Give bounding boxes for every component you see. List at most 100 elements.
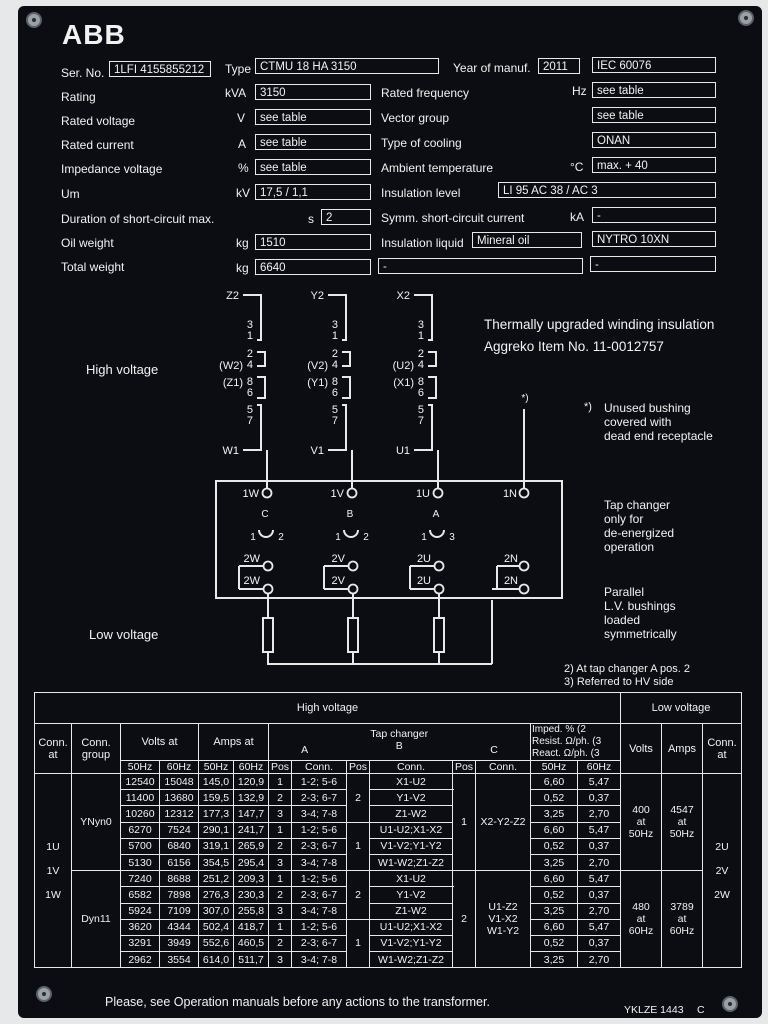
lv-winding [347, 617, 359, 653]
cell-imped-60: 0,37 [577, 837, 621, 855]
col-60hz: 60Hz [159, 760, 199, 774]
footnote-2: 2) At tap changer A pos. 2 [564, 663, 690, 675]
lv-label: Low voltage [89, 627, 159, 642]
cell: 159,5 [198, 789, 234, 807]
impedance-value: see table [255, 159, 371, 175]
cell: 13680 [159, 789, 199, 807]
total-value: 6640 [255, 259, 371, 275]
col-pos: Pos [268, 760, 292, 774]
cell: 276,3 [198, 886, 234, 904]
cell: 307,0 [198, 902, 234, 920]
cell: 3291 [120, 934, 160, 953]
rating-unit: kVA [225, 86, 247, 100]
hv-tap-bracket [257, 376, 266, 399]
tap-number: 1 [335, 532, 341, 543]
cell-imped-50: 3,25 [530, 951, 578, 969]
cell-imped-60: 5,47 [577, 772, 621, 791]
brand-logo: ABB [62, 19, 126, 50]
lv-winding [433, 617, 445, 653]
tap-table: High voltage Low voltage Conn. at Conn. … [34, 692, 742, 969]
conn-group-dyn11: Dyn11 [71, 870, 121, 969]
cell: 3949 [159, 934, 199, 953]
col-amps-at: Amps at [198, 723, 269, 761]
cell: 460,5 [233, 934, 269, 953]
footer-rev: C [697, 1004, 705, 1016]
cell: 7109 [159, 902, 199, 920]
winding-number: 3 [418, 319, 424, 331]
cell-imped-60: 2,70 [577, 805, 621, 823]
tap-number: 1 [250, 532, 256, 543]
winding-number: 3 [247, 319, 253, 331]
cell-imped-60: 2,70 [577, 902, 621, 920]
footer-notice: Please, see Operation manuals before any… [105, 995, 490, 1009]
cell: 502,4 [198, 918, 234, 936]
cell: 7898 [159, 886, 199, 904]
winding-number: 7 [247, 415, 253, 427]
hv-bushing-label: 1U [416, 488, 430, 500]
symm-unit: kA [570, 210, 585, 224]
note-upgrade-item: Aggreko Item No. 11-0012757 [484, 339, 664, 354]
cell-imped-50: 0,52 [530, 886, 578, 904]
total-label: Total weight [61, 260, 125, 274]
hv-mid-terminal: (U2) [393, 360, 414, 372]
winding-number: 8 [247, 376, 253, 388]
cell-pos-c: 1 [452, 772, 476, 872]
sc-unit: s [308, 212, 314, 226]
type-value: CTMU 18 HA 3150 [255, 58, 439, 74]
note-upgrade: Thermally upgraded winding insulation [484, 317, 715, 332]
hv-bushing-icon [346, 487, 358, 499]
cell-conn: 1-2; 5-6 [291, 772, 347, 791]
rating-label: Rating [61, 90, 96, 104]
cell-conn-b: X1-U2 [369, 772, 453, 791]
winding-number: 6 [418, 387, 424, 399]
note-parallel: Parallel [604, 585, 645, 599]
winding-number: 6 [247, 387, 253, 399]
cell-pos-b: 2 [346, 870, 370, 920]
tap-letter: A [433, 509, 440, 520]
cell: 145,0 [198, 772, 234, 791]
tap-number: 2 [363, 532, 369, 543]
lv-bushing-label: 2U [417, 575, 431, 587]
current-label: Rated current [61, 138, 134, 152]
lv-neutral-label: 2N [504, 553, 518, 565]
cell-imped-50: 6,60 [530, 772, 578, 791]
cell: 7240 [120, 870, 160, 888]
liquid-value: Mineral oil [472, 232, 582, 248]
impedance-label: Impedance voltage [61, 162, 163, 176]
sc-value: 2 [321, 209, 371, 225]
lv-bushing-label: 2V [332, 575, 346, 587]
col-amps: Amps [661, 723, 703, 774]
cell: 15048 [159, 772, 199, 791]
cell-conn-b: V1-V2;Y1-Y2 [369, 934, 453, 953]
cell: 12312 [159, 805, 199, 823]
cell: 511,7 [233, 951, 269, 969]
voltage-unit: V [237, 111, 246, 125]
cell: 10260 [120, 805, 160, 823]
screw-icon [738, 10, 754, 26]
hv-bushing-icon [432, 487, 444, 499]
cell: 3554 [159, 951, 199, 969]
hv-top-terminal: X2 [397, 290, 410, 302]
tap-c-label: C [490, 744, 498, 756]
cell-pos-b: 2 [346, 773, 370, 823]
cell-conn: 2-3; 6-7 [291, 886, 347, 904]
note-parallel: loaded [604, 613, 641, 627]
cell: 5924 [120, 902, 160, 920]
hv-label: High voltage [86, 362, 159, 377]
screw-icon [722, 996, 738, 1012]
impedance-unit: % [238, 161, 249, 175]
table-hv-head: High voltage [34, 692, 621, 724]
cell-conn: 1-2; 5-6 [291, 821, 347, 839]
cell-conn: 3-4; 7-8 [291, 902, 347, 920]
lv-bushing-icon [433, 583, 445, 595]
cell-conn: 2-3; 6-7 [291, 934, 347, 953]
current-value: see table [255, 134, 371, 150]
insulation-label: Insulation level [381, 186, 461, 200]
current-unit: A [238, 137, 247, 151]
col-pos: Pos [346, 760, 370, 774]
blank-field: - [378, 258, 583, 274]
